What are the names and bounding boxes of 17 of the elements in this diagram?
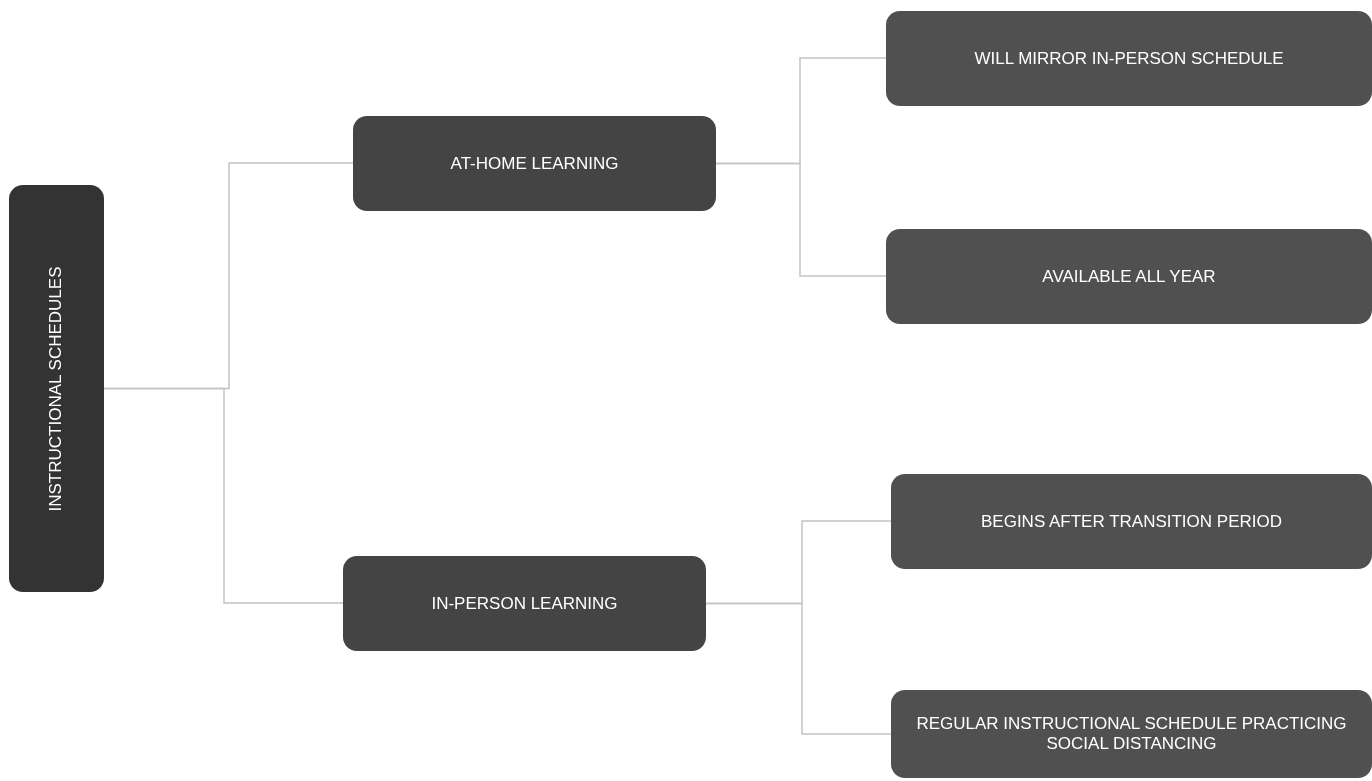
- detail-box: [886, 229, 1372, 324]
- node-label: REGULAR INSTRUCTIONAL SCHEDULE PRACTICING SOCIAL DISTANCING: [915, 714, 1348, 754]
- detail-box: [886, 11, 1372, 106]
- category-box: [343, 556, 706, 651]
- node-label: BEGINS AFTER TRANSITION PERIOD: [981, 511, 1282, 532]
- connector-line: [705, 602, 892, 735]
- detail-box: [891, 690, 1372, 778]
- node-label: WILL MIRROR IN-PERSON SCHEDULE: [974, 48, 1284, 69]
- detail-box: [891, 474, 1372, 569]
- connector-line: [103, 387, 344, 604]
- node-label: IN-PERSON LEARNING: [431, 593, 618, 614]
- node-label: AT-HOME LEARNING: [450, 153, 619, 174]
- node-label: AVAILABLE ALL YEAR: [1042, 266, 1216, 287]
- root-box: [9, 185, 104, 592]
- node-label: INSTRUCTIONAL SCHEDULES: [46, 266, 67, 511]
- connector-line: [715, 162, 887, 277]
- category-box: [353, 116, 716, 211]
